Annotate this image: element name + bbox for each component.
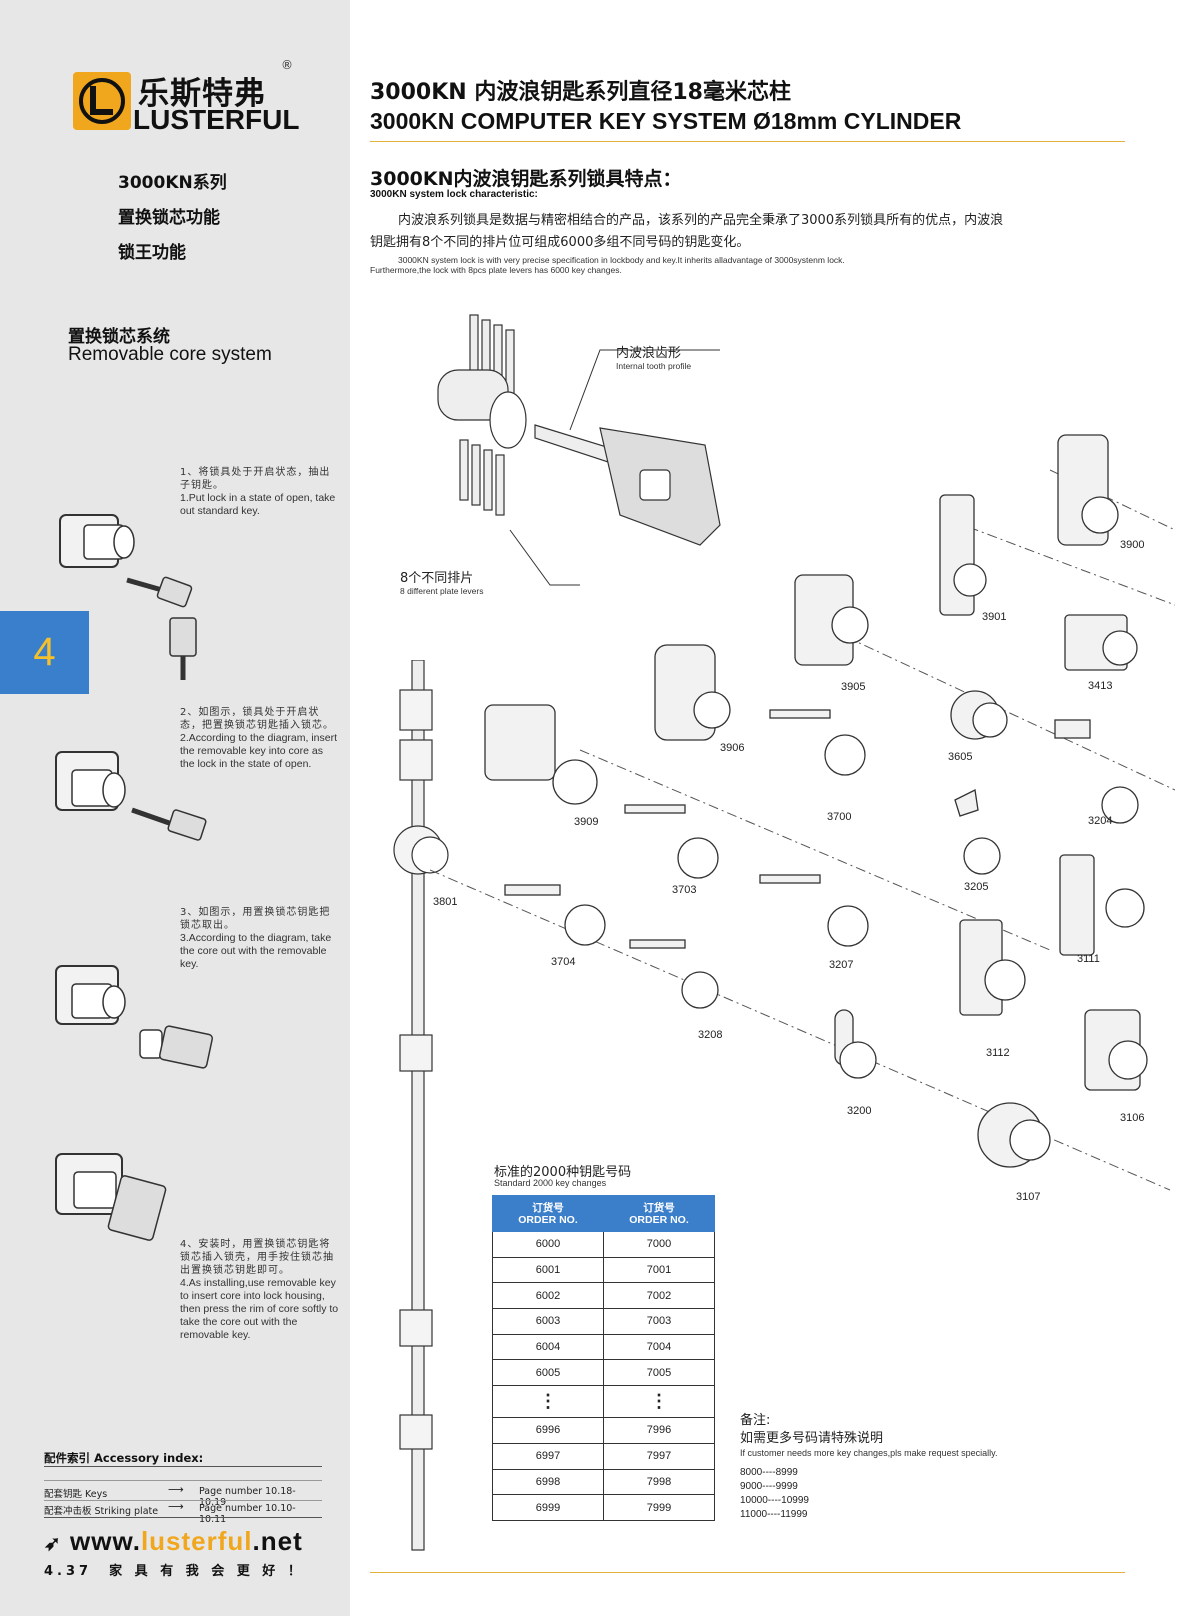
product-code: 3106 xyxy=(1120,1112,1145,1124)
callout-tooth: 内波浪齿形 Internal tooth profile xyxy=(616,346,692,371)
page-footer: 4.37 家 具 有 我 会 更 好 ！ xyxy=(44,1560,305,1579)
slogan: 家 具 有 我 会 更 好 ！ xyxy=(109,1564,305,1579)
note-line-zh: 如需更多号码请特殊说明 xyxy=(740,1431,884,1446)
product-code: 3703 xyxy=(672,884,697,896)
arrow-right-icon: ⟶ xyxy=(168,1500,184,1513)
divider xyxy=(370,141,1125,142)
send-icon: ➶ xyxy=(44,1533,62,1555)
divider xyxy=(44,1500,322,1501)
product-code: 3801 xyxy=(433,896,458,908)
range: 8000----8999 xyxy=(740,1467,798,1478)
divider xyxy=(370,1572,1125,1573)
series-features: 3000KN系列 置换锁芯功能 锁王功能 xyxy=(118,166,227,271)
arrow-right-icon: ⟶ xyxy=(168,1483,184,1496)
note: 备注: 如需更多号码请特殊说明 xyxy=(740,1412,883,1448)
product-code: 3909 xyxy=(574,816,599,828)
feature-text-zh: 内波浪系列锁具是数据与精密相结合的产品，该系列的产品完全秉承了3000系列锁具所… xyxy=(370,213,1004,250)
key-changes-title-en: Standard 2000 key changes xyxy=(494,1178,607,1188)
brand-name-zh: 乐斯特弗 xyxy=(138,76,266,112)
product-code: 3605 xyxy=(948,751,973,763)
product-code: 3200 xyxy=(847,1105,872,1117)
product-code: 3204 xyxy=(1088,815,1113,827)
product-code: 3111 xyxy=(1077,953,1100,965)
rod-lock-illustration xyxy=(393,660,449,1551)
feature-title-en: 3000KN system lock characteristic: xyxy=(370,189,538,200)
step-1-illustration xyxy=(59,514,197,680)
brand-logo-icon xyxy=(73,72,131,130)
key-core-illustration xyxy=(437,314,721,586)
product-code: 3112 xyxy=(986,1047,1010,1059)
range: 10000----10999 xyxy=(740,1495,809,1506)
brand-name-en: LUSTERFUL xyxy=(133,104,300,135)
series-line: 3000KN系列 xyxy=(118,173,227,193)
product-code: 3905 xyxy=(841,681,866,693)
range: 9000----9999 xyxy=(740,1481,798,1492)
series-line: 锁王功能 xyxy=(118,243,186,263)
key-changes-title-zh: 标准的2000种钥匙号码 xyxy=(494,1165,632,1180)
core-system-title-zh: 置换锁芯系统 xyxy=(68,327,170,347)
product-code: 3900 xyxy=(1120,539,1145,551)
note-title: 备注: xyxy=(740,1413,771,1428)
accessory-row: 配套冲击板 Striking plate ⟶ Page number 10.10… xyxy=(44,1500,296,1525)
product-code: 3205 xyxy=(964,881,989,893)
feature-text-en: 3000KN system lock is with very precise … xyxy=(370,255,845,275)
product-code: 3704 xyxy=(551,956,576,968)
product-code: 3107 xyxy=(1016,1191,1041,1203)
page-title-en: 3000KN COMPUTER KEY SYSTEM Ø18mm CYLINDE… xyxy=(370,108,962,134)
divider xyxy=(44,1480,322,1481)
accessory-index-title: 配件索引 Accessory index: xyxy=(44,1451,204,1465)
product-code: 3208 xyxy=(698,1029,723,1041)
page-number: 4.37 xyxy=(44,1564,93,1579)
series-line: 置换锁芯功能 xyxy=(118,208,220,228)
divider xyxy=(44,1517,322,1518)
step-2-text: 2、如图示，锁具处于开启状态，把置换锁芯钥匙插入锁芯。 2.According … xyxy=(180,707,337,770)
table-row-ellipsis: ⋮⋮ xyxy=(492,1385,715,1419)
product-code: 3413 xyxy=(1088,680,1113,692)
divider xyxy=(44,1466,322,1467)
product-code: 3207 xyxy=(829,959,854,971)
note-line-en: If customer needs more key changes,pls m… xyxy=(740,1448,998,1458)
step-1-text: 1、将锁具处于开启状态，抽出子钥匙。 1.Put lock in a state… xyxy=(180,467,336,517)
step-4-text: 4、安装时，用置换锁芯钥匙将锁芯插入锁壳，用手按住锁芯抽出置换锁芯钥匙即可。 4… xyxy=(180,1239,339,1341)
accessory-row: 配套钥匙 Keys ⟶ Page number 10.18-10.19 xyxy=(44,1483,296,1508)
note-ranges: 8000----8999 9000----9999 10000----10999… xyxy=(740,1466,809,1522)
page-title-zh: 3000KN 内波浪钥匙系列直径18毫米芯柱 xyxy=(370,80,791,105)
website-link[interactable]: ➶ www.lusterful.net xyxy=(44,1526,303,1556)
callout-plates: 8个不同排片 8 different plate levers xyxy=(400,571,484,596)
core-system-title-en: Removable core system xyxy=(68,344,272,365)
step-4-illustration xyxy=(55,1153,167,1241)
step-2-illustration xyxy=(55,751,207,841)
registered-mark: ® xyxy=(281,58,293,72)
product-code: 3700 xyxy=(827,811,852,823)
product-cluster-illustration xyxy=(430,434,1175,1191)
step-3-illustration xyxy=(55,965,214,1069)
product-code: 3906 xyxy=(720,742,745,754)
step-3-text: 3、如图示，用置换锁芯钥匙把锁芯取出。 3.According to the d… xyxy=(180,907,332,970)
product-code: 3901 xyxy=(982,611,1007,623)
range: 11000----11999 xyxy=(740,1509,808,1520)
chapter-tab: 4 xyxy=(0,611,89,694)
feature-title-zh: 3000KN内波浪钥匙系列锁具特点： xyxy=(370,168,682,190)
